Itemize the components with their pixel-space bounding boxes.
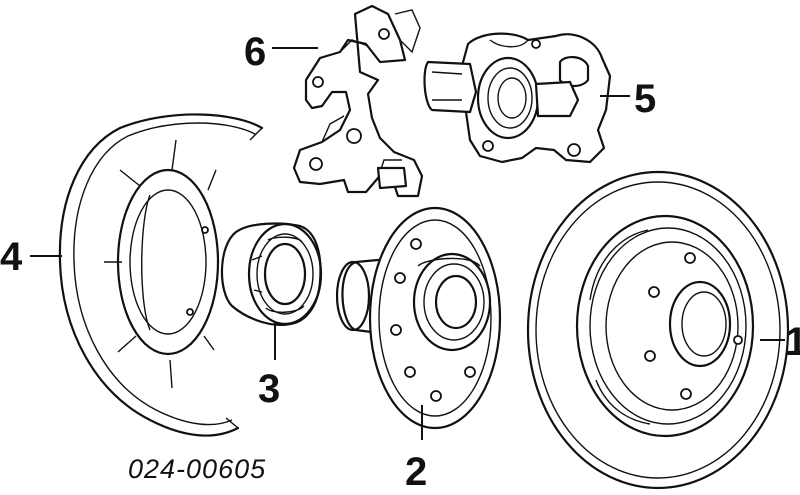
- callout-3: 3: [258, 367, 280, 411]
- callout-1: 1: [785, 320, 800, 364]
- callout-6: 6: [244, 30, 266, 74]
- callout-5: 5: [634, 77, 656, 121]
- wheel-bearing: [220, 222, 323, 326]
- brake-rotor: [526, 170, 790, 490]
- dust-shield: [58, 113, 264, 437]
- callout-2: 2: [405, 450, 427, 494]
- hub-flange: [335, 206, 502, 430]
- caliper-bracket: [292, 4, 424, 198]
- diagram-reference-number: 024-00605: [128, 454, 266, 484]
- brake-caliper: [423, 32, 612, 164]
- callout-4: 4: [0, 235, 23, 279]
